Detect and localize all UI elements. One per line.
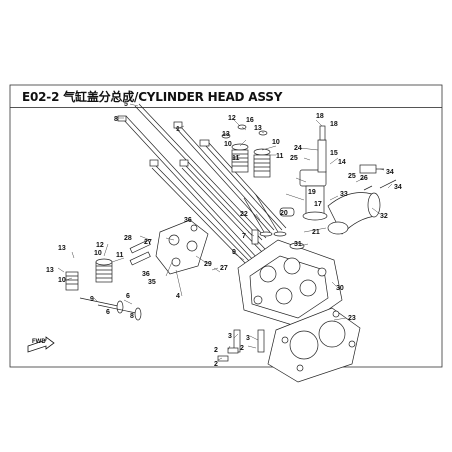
callout-14: 14 [338, 159, 346, 166]
nut-a [117, 115, 127, 122]
callout-36a: 36 [184, 217, 192, 224]
callout-26: 26 [360, 175, 368, 182]
callout-13a: 13 [254, 125, 262, 132]
diagram-code: E02-2 [22, 90, 60, 104]
callout-30: 30 [336, 285, 344, 292]
callout-15: 15 [330, 150, 338, 157]
callout-34a: 34 [386, 169, 394, 176]
callout-32: 32 [380, 213, 388, 220]
callout-33: 33 [340, 191, 348, 198]
forward-label: FWD [32, 339, 46, 345]
thermostat-housing [299, 125, 328, 221]
callout-11b: 11 [232, 155, 240, 162]
callout-21: 21 [312, 229, 320, 236]
callout-2a: 2 [214, 347, 218, 354]
bolt-34 [379, 179, 397, 189]
callout-25a: 25 [290, 155, 298, 162]
callout-11c: 11 [116, 252, 124, 259]
stud-5 [204, 144, 283, 231]
callout-6b: 6 [126, 293, 130, 300]
callout-11a: 11 [276, 153, 284, 160]
callout-3b: 3 [246, 335, 250, 342]
forward-arrow-icon [27, 336, 55, 353]
callout-2b: 2 [214, 361, 218, 368]
callout-23: 23 [348, 315, 356, 322]
water-outlet-elbow [327, 192, 381, 235]
valve-spring-upper [231, 143, 271, 178]
callout-10b: 10 [272, 139, 280, 146]
stud-3 [175, 127, 271, 233]
cylinder-head [237, 239, 343, 329]
parts-layer [65, 103, 397, 383]
callout-34b: 34 [394, 184, 402, 191]
callout-13b: 13 [222, 131, 230, 138]
callout-7: 7 [242, 233, 246, 240]
title-bar [10, 85, 442, 108]
stud-4 [151, 167, 251, 269]
callout-1a: 1 [176, 126, 180, 133]
callout-10c: 10 [94, 250, 102, 257]
valve-upper-1 [255, 194, 279, 233]
callout-28: 28 [124, 235, 132, 242]
callout-5: 5 [124, 101, 128, 108]
callout-2c: 2 [240, 345, 244, 352]
callout-29: 29 [204, 261, 212, 268]
callout-9a: 9 [90, 296, 94, 303]
callout-13d: 13 [46, 267, 54, 274]
callout-10d: 10 [58, 277, 66, 284]
callout-27a: 27 [144, 239, 152, 246]
leader-lines [57, 103, 393, 361]
callout-25b: 25 [348, 173, 356, 180]
callout-8b: 8 [130, 313, 134, 320]
callout-8a: 8 [114, 116, 118, 123]
callout-24: 24 [294, 145, 302, 152]
drawing-border [9, 84, 443, 368]
head-gasket [267, 307, 361, 383]
valve-spring-lower [65, 258, 113, 291]
callout-4: 4 [176, 293, 180, 300]
rocker-assembly [155, 219, 209, 275]
callout-35: 35 [148, 279, 156, 286]
callout-9b: 9 [232, 249, 236, 256]
callout-22: 22 [240, 211, 248, 218]
callout-12b: 12 [96, 242, 104, 249]
callout-20: 20 [280, 210, 288, 217]
callout-10a: 10 [224, 141, 232, 148]
callout-27b: 27 [220, 265, 228, 272]
stud-long-2 [134, 105, 263, 241]
spark-plug-tube [251, 229, 259, 245]
diagram-title: E02-2 气缸盖分总成/CYLINDER HEAD ASSY [22, 88, 282, 105]
callout-31: 31 [294, 241, 302, 248]
callout-17: 17 [314, 201, 322, 208]
callout-6a: 6 [106, 309, 110, 316]
callout-19: 19 [308, 189, 316, 196]
diagram-name: 气缸盖分总成/CYLINDER HEAD ASSY [63, 90, 283, 104]
callout-labels: 5 8 1 12 16 13 13 10 10 11 11 18 18 24 1… [46, 101, 402, 368]
callout-18b: 18 [330, 121, 338, 128]
callout-13c: 13 [58, 245, 66, 252]
callout-12a: 12 [228, 115, 236, 122]
callout-36b: 36 [142, 271, 150, 278]
callout-16: 16 [246, 117, 254, 124]
stud-long-1 [121, 117, 256, 263]
callout-3a: 3 [228, 333, 232, 340]
valve-lower-1 [79, 297, 119, 307]
callout-18a: 18 [316, 113, 324, 120]
